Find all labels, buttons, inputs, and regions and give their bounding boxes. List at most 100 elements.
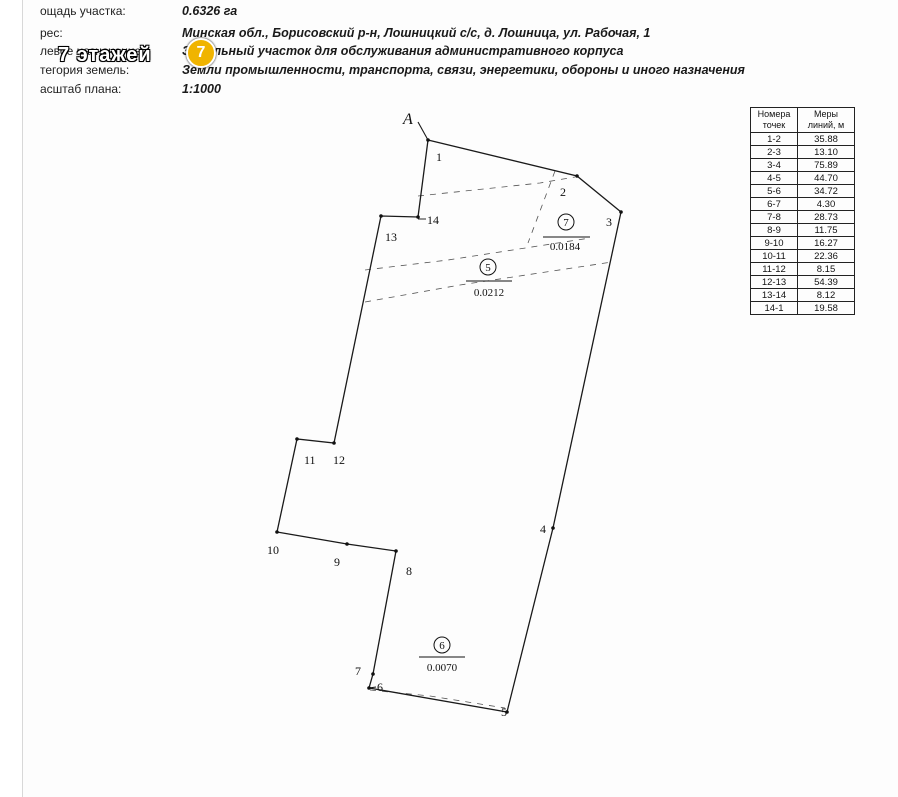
vertex-label: 7 — [355, 664, 361, 678]
leader-tick — [368, 686, 377, 689]
vertex-point — [394, 549, 398, 553]
vertex-label: 10 — [267, 543, 279, 557]
vertex-point — [295, 437, 299, 441]
table-cell: 44.70 — [797, 171, 855, 185]
vertex-label: 14 — [427, 213, 439, 227]
zone-area: 0.0212 — [474, 287, 504, 299]
vertex-label: 3 — [606, 215, 612, 229]
vertex-label: 12 — [333, 453, 345, 467]
zone-7: 7 0.0184 — [543, 213, 590, 253]
vertex-point — [416, 215, 420, 219]
column-header-points: Номера точек — [750, 107, 798, 133]
vertex-label: 4 — [540, 522, 546, 536]
table-cell: 11.75 — [797, 223, 855, 237]
table-cell: 13-14 — [750, 288, 798, 302]
header-value: Земли промышленности, транспорта, связи,… — [182, 63, 745, 77]
header-value: 0.6326 га — [182, 4, 238, 18]
zone-area: 0.0184 — [550, 241, 581, 253]
column-header-lengths: Меры линий, м — [797, 107, 855, 133]
zone-line — [417, 176, 576, 197]
table-cell: 19.58 — [797, 301, 855, 315]
table-cell: 5-6 — [750, 184, 798, 198]
table-cell: 34.72 — [797, 184, 855, 198]
zone-line — [369, 689, 506, 709]
vertex-point — [332, 441, 336, 445]
table-header-row: Номера точек Меры линий, м — [750, 107, 855, 133]
table-cell: 35.88 — [797, 132, 855, 146]
vertex-label: 13 — [385, 230, 397, 244]
watermark-logo: 7 этажей — [58, 44, 152, 66]
table-cell: 8.15 — [797, 262, 855, 276]
header-label: левое назначение: — [40, 44, 145, 58]
vertex-points — [275, 138, 623, 714]
zone-marker — [433, 636, 451, 654]
vertex-label: 2 — [560, 185, 566, 199]
vertex-label: 1 — [436, 150, 442, 164]
zone-number: 5 — [485, 262, 491, 274]
header-label: тегория земель: — [40, 63, 130, 77]
table-cell: 12-13 — [750, 275, 798, 289]
zone-number: 6 — [439, 640, 445, 652]
zone-line — [364, 261, 613, 303]
table-cell: 8.12 — [797, 288, 855, 302]
vertex-label: 9 — [334, 555, 340, 569]
header-label: рес: — [40, 26, 63, 40]
table-cell: 6-7 — [750, 197, 798, 211]
vertex-label: 11 — [304, 453, 316, 467]
zone-area: 0.0070 — [427, 662, 458, 674]
header-value: Минская обл., Борисовский р-н, Лошницкий… — [182, 26, 651, 40]
table-cell: 28.73 — [797, 210, 855, 224]
table-cell: 11-12 — [750, 262, 798, 276]
table-cell: 3-4 — [750, 158, 798, 172]
watermark-badge-icon: 7 — [186, 38, 216, 68]
north-marker-label: A — [402, 111, 413, 128]
table-cell: 14-1 — [750, 301, 798, 315]
table-cell: 4-5 — [750, 171, 798, 185]
table-cell: 1-2 — [750, 132, 798, 146]
zone-marker — [557, 213, 575, 231]
north-marker-line — [417, 121, 429, 141]
zone-6: 6 0.0070 — [419, 636, 465, 674]
zone-line — [364, 237, 591, 271]
parcel-boundary — [276, 139, 622, 713]
vertex-point — [505, 710, 509, 714]
header-label: ощадь участка: — [40, 4, 126, 18]
header-value: 1:1000 — [182, 82, 221, 96]
vertex-point — [371, 672, 375, 676]
vertex-point — [619, 210, 623, 214]
zone-marker — [479, 258, 497, 276]
vertex-point — [426, 138, 430, 142]
table-cell: 16.27 — [797, 236, 855, 250]
table-cell: 10-11 — [750, 249, 798, 263]
vertex-point — [575, 174, 579, 178]
table-cell: 2-3 — [750, 145, 798, 159]
vertex-label: 8 — [406, 564, 412, 578]
table-cell: 8-9 — [750, 223, 798, 237]
table-cell: 13.10 — [797, 145, 855, 159]
zone-line — [527, 170, 556, 244]
table-cell: 22.36 — [797, 249, 855, 263]
vertex-point — [275, 530, 279, 534]
zone-5: 5 0.0212 — [466, 258, 512, 299]
header-label: асштаб плана: — [40, 82, 122, 96]
vertex-point — [379, 214, 383, 218]
table-cell: 54.39 — [797, 275, 855, 289]
table-cell: 4.30 — [797, 197, 855, 211]
